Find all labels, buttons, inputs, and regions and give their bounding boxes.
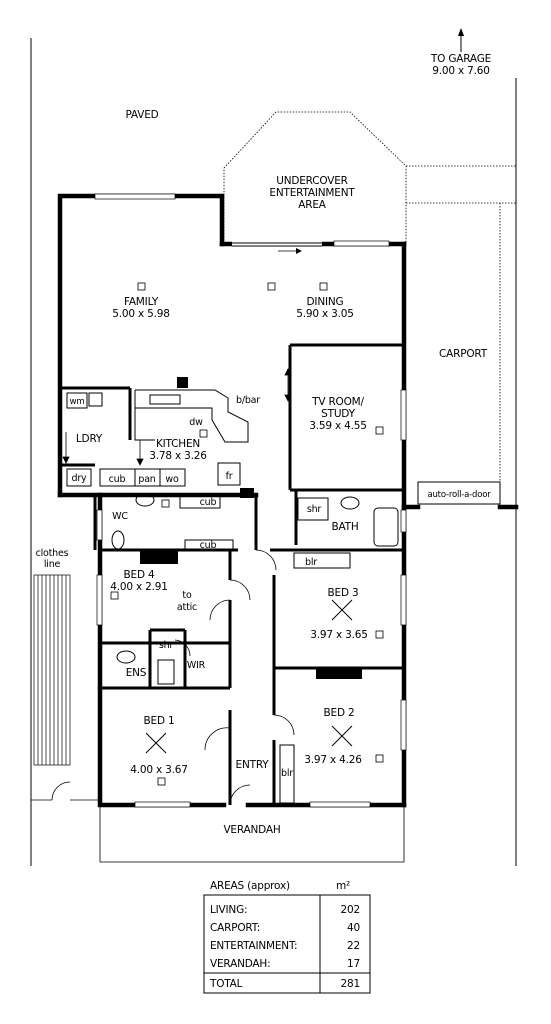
areas-total-label: TOTAL <box>209 978 243 990</box>
kitchen-benches <box>66 389 249 551</box>
dining-size: 5.90 x 3.05 <box>296 308 353 320</box>
area-row-name: VERANDAH: <box>210 958 270 970</box>
interior-walls <box>60 343 404 805</box>
dw-label: dw <box>189 417 203 428</box>
undercover-label-2: ENTERTAINMENT <box>269 187 355 199</box>
ceiling-fans <box>145 599 353 754</box>
bbar-label: b/bar <box>236 395 260 406</box>
wm-label: wm <box>70 397 85 407</box>
tv-room-size: 3.59 x 4.55 <box>309 420 366 432</box>
undercover-label-1: UNDERCOVER <box>276 175 348 187</box>
clothes-label-2: line <box>44 559 61 570</box>
cub-label-1: cub <box>109 474 126 485</box>
carport-label: CARPORT <box>439 348 488 360</box>
light-fixtures <box>110 282 384 786</box>
laundry-label: LDRY <box>76 433 103 445</box>
area-row-value: 22 <box>347 940 360 952</box>
blr-label-1: blr <box>305 557 317 568</box>
sliding-door <box>232 241 322 254</box>
clothes-line-icon <box>33 574 71 766</box>
areas-total-value: 281 <box>341 978 360 990</box>
ensuite-label: ENS <box>126 667 147 679</box>
bed1-size: 4.00 x 3.67 <box>130 764 187 776</box>
bed4-label: BED 4 <box>124 569 155 581</box>
clothes-label-1: clothes <box>36 548 69 559</box>
door-swings <box>174 549 295 806</box>
garage-label: TO GARAGE <box>430 53 491 65</box>
paved-label: PAVED <box>125 109 158 121</box>
bath-label: BATH <box>331 521 358 533</box>
bed4-size: 4.00 x 2.91 <box>110 581 167 593</box>
bed2-size: 3.97 x 4.26 <box>304 754 362 766</box>
areas-unit: m² <box>336 880 350 892</box>
wir-label: WIR <box>187 660 206 671</box>
area-row-value: 17 <box>347 958 360 970</box>
pantry-label: pan <box>138 474 155 485</box>
area-row-value: 40 <box>347 922 360 934</box>
area-row-name: LIVING: <box>210 904 247 916</box>
solid-blocks <box>140 377 362 679</box>
tv-room-label-2: STUDY <box>321 408 355 420</box>
garage-size: 9.00 x 7.60 <box>432 65 489 77</box>
family-size: 5.00 x 5.98 <box>112 308 169 320</box>
area-row-name: ENTERTAINMENT: <box>210 940 297 952</box>
kitchen-label: KITCHEN <box>156 438 200 450</box>
bed3-size: 3.97 x 3.65 <box>310 629 367 641</box>
auto-door-label: auto-roll-a-door <box>427 490 491 500</box>
windows <box>94 193 407 808</box>
shower-label-2: shr <box>159 640 174 651</box>
cub-label-2: cub <box>200 497 217 508</box>
attic-label-2: attic <box>177 602 197 613</box>
auto-door-box <box>417 481 501 505</box>
cub-label-3: cub <box>200 540 217 551</box>
wc-label: WC <box>112 511 128 522</box>
side-gate <box>31 781 100 801</box>
site-boundary <box>30 38 517 866</box>
carport-outline <box>406 165 516 507</box>
tv-room-label-1: TV ROOM/ <box>311 396 364 408</box>
areas-title: AREAS (approx) <box>210 880 290 892</box>
dining-label: DINING <box>307 296 344 308</box>
room-labels: PAVED TO GARAGE 9.00 x 7.60 UNDERCOVER E… <box>36 53 492 836</box>
family-label: FAMILY <box>124 296 159 308</box>
verandah-label: VERANDAH <box>223 824 280 836</box>
fridge-label: fr <box>226 471 233 482</box>
undercover-label-3: AREA <box>298 199 327 211</box>
bed2-label: BED 2 <box>324 707 355 719</box>
area-row-value: 202 <box>341 904 360 916</box>
area-row-name: CARPORT: <box>210 922 260 934</box>
wo-label: wo <box>165 474 179 485</box>
kitchen-size: 3.78 x 3.26 <box>149 450 207 462</box>
bed1-label: BED 1 <box>144 715 175 727</box>
dry-label: dry <box>72 473 88 484</box>
blr-label-2: blr <box>281 768 293 779</box>
sliding-arrows <box>62 368 292 466</box>
attic-label-1: to <box>182 590 192 601</box>
garage-arrow-icon <box>458 28 464 52</box>
entry-label: ENTRY <box>236 759 270 771</box>
bath-fixtures <box>111 493 399 804</box>
shower-label-1: shr <box>307 504 322 515</box>
verandah-outline <box>99 805 405 863</box>
bed3-label: BED 3 <box>328 587 359 599</box>
